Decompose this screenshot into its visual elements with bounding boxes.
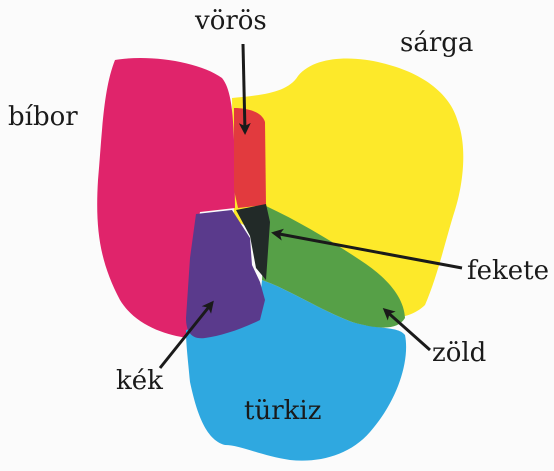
red-overlap bbox=[234, 108, 266, 208]
label-red: vörös bbox=[195, 8, 267, 34]
label-magenta: bíbor bbox=[8, 104, 78, 130]
arrow-red bbox=[243, 44, 245, 132]
label-cyan: türkiz bbox=[244, 398, 321, 424]
label-black: fekete bbox=[467, 258, 549, 284]
label-yellow: sárga bbox=[400, 30, 473, 56]
label-blue: kék bbox=[116, 368, 163, 394]
label-green: zöld bbox=[432, 340, 486, 366]
